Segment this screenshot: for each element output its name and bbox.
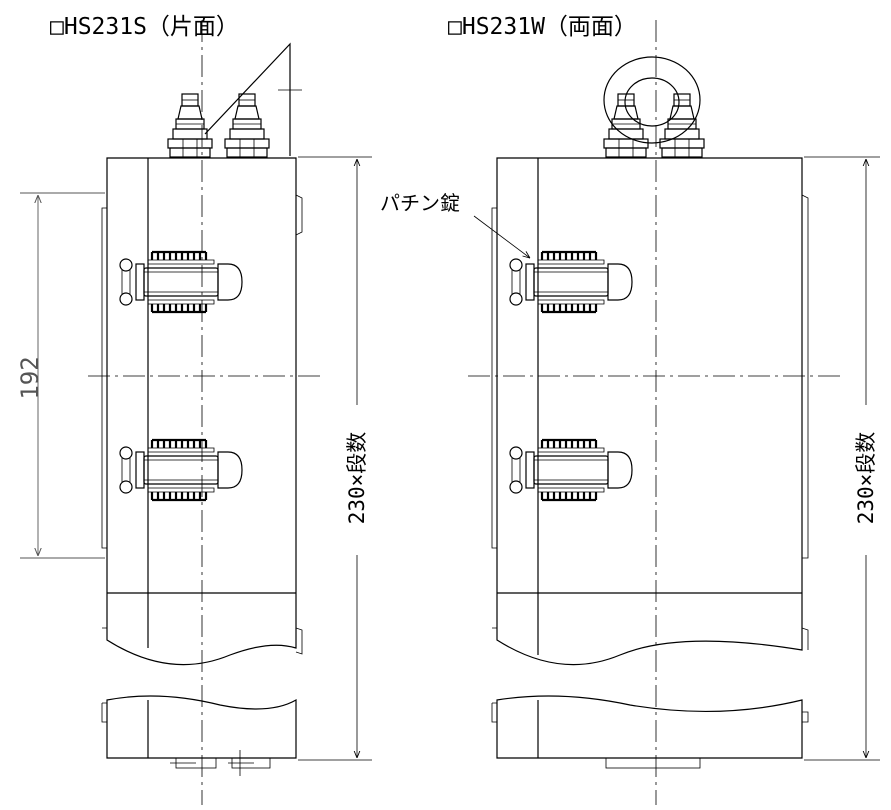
right-latch-upper [508,250,634,314]
right-view: □HS231W（両面） パチン錠 230×段数 [380,14,880,805]
right-body-lower [496,695,803,759]
right-title: □HS231W（両面） [448,14,637,40]
left-latch-upper [118,250,244,314]
left-view: □HS231S（片面） 192 [16,14,372,805]
right-latch-callout: パチン錠 [380,191,460,215]
left-gland-1 [167,93,213,158]
left-gland-2 [224,93,270,158]
right-lifting-ring [603,56,701,144]
right-gland-2 [659,93,705,158]
left-body-upper [106,157,297,666]
right-gland-1 [603,93,649,158]
left-height-dim: 230×段数 [345,432,369,525]
left-title: □HS231S（片面） [50,14,239,40]
right-height-dim: 230×段数 [854,432,878,525]
left-body-lower [106,695,297,759]
left-top-bracket [204,42,291,156]
left-latch-lower [118,438,244,502]
right-body-upper [496,157,803,666]
right-latch-lower [508,438,634,502]
left-latch-dim: 192 [16,356,44,399]
